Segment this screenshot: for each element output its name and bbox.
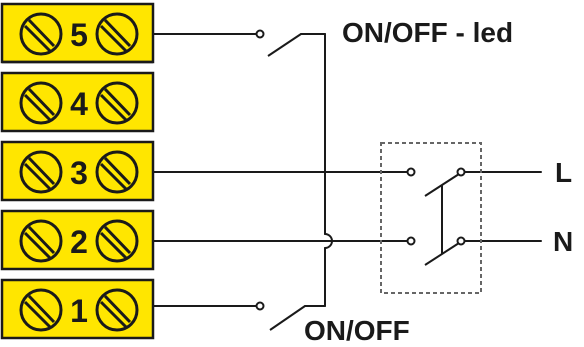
label-led-switch: ON/OFF - led — [342, 17, 513, 48]
switch-icon — [269, 305, 306, 331]
screw-icon — [95, 288, 139, 332]
double-pole-switch — [380, 142, 482, 294]
terminal-number: 5 — [70, 17, 88, 53]
wires — [152, 33, 542, 307]
contact-n-out — [456, 236, 466, 246]
screw-icon — [19, 219, 63, 263]
terminal-3: 3 — [0, 140, 155, 202]
led-switch-contact — [255, 29, 265, 39]
screw-icon — [19, 81, 63, 125]
contact-l-out — [456, 167, 466, 177]
label-neutral: N — [553, 226, 573, 257]
contact-l-in — [406, 167, 416, 177]
screw-icon — [95, 150, 139, 194]
terminal-number: 3 — [70, 155, 88, 191]
led-switch — [255, 29, 302, 57]
screw-icon — [95, 12, 139, 56]
terminal-number: 2 — [70, 224, 88, 260]
terminal-number: 1 — [70, 293, 88, 329]
contact-n-in — [406, 236, 416, 246]
switch-icon — [267, 33, 302, 57]
screw-icon — [19, 12, 63, 56]
terminal-block: 5 4 3 — [0, 2, 155, 340]
terminal-5: 5 — [0, 2, 155, 64]
screw-icon — [95, 81, 139, 125]
main-switch — [255, 301, 306, 331]
switch-enclosure — [380, 142, 482, 294]
terminal-1: 1 — [0, 278, 155, 340]
label-main-switch: ON/OFF — [304, 315, 410, 346]
screw-icon — [95, 219, 139, 263]
terminal-2: 2 — [0, 209, 155, 271]
label-line: L — [555, 157, 572, 188]
screw-icon — [19, 150, 63, 194]
main-switch-contact — [255, 301, 265, 311]
terminal-4: 4 — [0, 71, 155, 133]
screw-icon — [19, 288, 63, 332]
terminal-number: 4 — [70, 86, 88, 122]
